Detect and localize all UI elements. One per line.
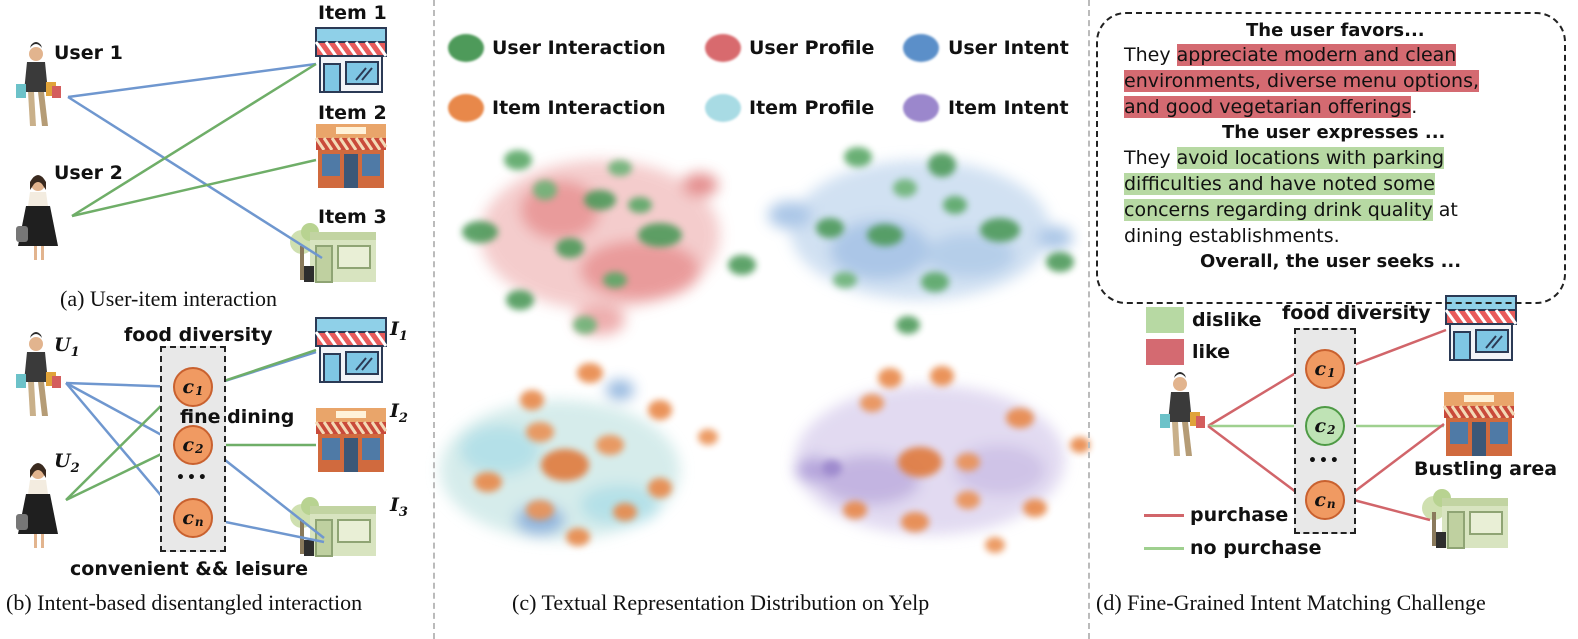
caption-a: (a) User-item interaction [60,286,278,311]
ellipsis-d: ••• [1308,453,1341,469]
item1-label: Item 1 [318,2,387,24]
panel-d-graphics [1160,294,1518,549]
favors-line-1: They appreciate modern and clean [1124,44,1457,66]
panel-c-density-plots [440,147,1090,553]
u1-label: U1 [54,334,80,360]
panel-a-graphics [16,26,388,283]
legend-item-profile: Item Profile [749,97,875,119]
expresses-line-3: concerns regarding drink quality at [1124,199,1458,221]
u2-label: U2 [54,450,80,476]
favors-line-2: environments, diverse menu options, [1124,70,1480,92]
item3-label: Item 3 [318,206,387,228]
expresses-line-2: difficulties and have noted some [1124,173,1435,195]
expresses-line-4: dining establishments. [1124,225,1340,247]
i1-label: I1 [390,318,408,344]
legend-user-intent: User Intent [948,37,1069,59]
intent-convenient-b: convenient && leisure [70,558,309,580]
user2-label: User 2 [54,162,123,184]
favors-heading: The user favors... [1246,20,1425,41]
like-label: like [1192,341,1231,363]
intent-fine-dining-b: fine dining [180,406,295,428]
legend-item-interaction: Item Interaction [492,97,666,119]
i2-label: I2 [390,400,408,426]
divider-right [1088,0,1090,639]
expresses-line-1: They avoid locations with parking [1124,147,1445,169]
legend-item-intent: Item Intent [948,97,1069,119]
legend-user-interaction: User Interaction [492,37,666,59]
favors-line-3: and good vegetarian offerings. [1124,96,1418,118]
caption-c: (c) Textual Representation Distribution … [512,590,930,615]
item2-label: Item 2 [318,102,387,124]
intent-food-diversity-b: food diversity [124,324,273,346]
no-purchase-line-swatch [1144,547,1184,550]
expresses-heading: The user expresses ... [1222,122,1446,143]
dislike-swatch [1146,307,1184,333]
legend-swatch-item-intent [903,94,939,122]
intent-food-diversity-d: food diversity [1282,302,1431,324]
caption-b: (b) Intent-based disentangled interactio… [6,590,363,615]
legend-swatch-user-profile [705,34,741,62]
caption-d: (d) Fine-Grained Intent Matching Challen… [1096,590,1486,615]
legend-swatch-user-intent [903,34,939,62]
legend-swatch-item-profile [705,94,741,122]
overall-heading: Overall, the user seeks ... [1200,251,1462,272]
ellipsis-b: ••• [176,470,209,486]
like-swatch [1146,339,1184,365]
legend-swatch-item-interaction [448,94,484,122]
no-purchase-label: no purchase [1190,537,1322,559]
i3-label: I3 [390,494,408,520]
bustling-area-label: Bustling area [1414,458,1558,480]
purchase-line-swatch [1144,514,1184,517]
user1-label: User 1 [54,42,123,64]
purchase-label: purchase [1190,504,1289,526]
legend-swatch-user-interaction [448,34,484,62]
user-summary-box [1096,12,1566,304]
legend-user-profile: User Profile [749,37,875,59]
divider-left [433,0,435,639]
dislike-label: dislike [1192,309,1262,331]
